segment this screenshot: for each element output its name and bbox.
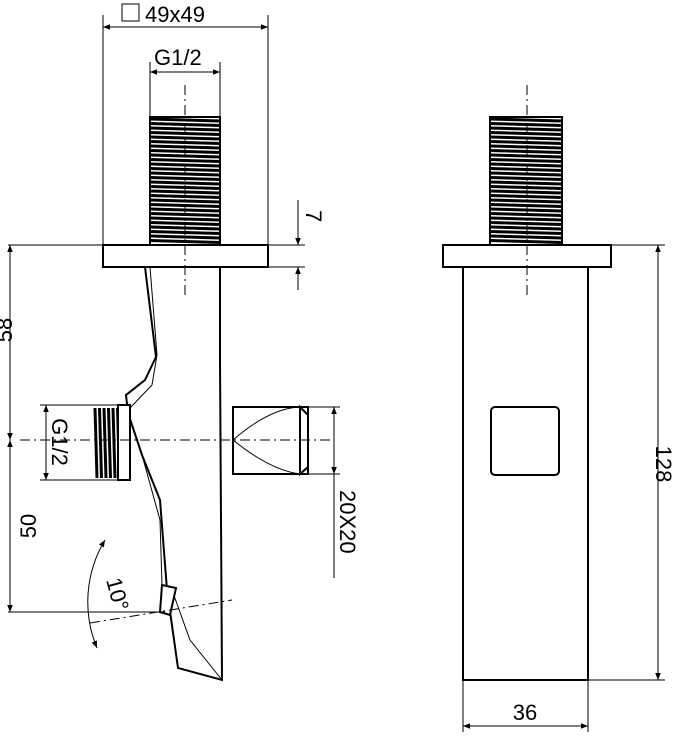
thread-line xyxy=(489,239,563,244)
thread-line xyxy=(489,140,563,145)
thread-line xyxy=(489,171,563,177)
thread-line xyxy=(489,126,563,132)
thread-line xyxy=(149,180,221,186)
thread-line xyxy=(489,221,563,226)
thread-line xyxy=(149,140,221,145)
side-view xyxy=(20,85,330,682)
thread-line xyxy=(149,239,221,244)
dim-angle: 10° xyxy=(101,575,134,614)
thread-line xyxy=(489,180,563,186)
dim-flange-thickness: 7 xyxy=(301,210,326,222)
front-view xyxy=(442,85,612,681)
thread-line xyxy=(489,149,563,154)
thread-line xyxy=(93,407,99,479)
thread-line xyxy=(489,153,563,159)
thread-line xyxy=(489,158,563,163)
top-thread-right xyxy=(489,117,563,244)
thread-line xyxy=(489,131,563,136)
dim-height-upper: 58 xyxy=(0,318,17,342)
dim-height-lower: 50 xyxy=(16,514,41,538)
thread-line xyxy=(149,234,221,240)
thread-line xyxy=(489,189,563,195)
thread-line xyxy=(107,407,112,479)
thread-line xyxy=(489,230,563,235)
thread-line xyxy=(149,194,221,199)
thread-line xyxy=(489,167,563,172)
thread-line xyxy=(149,122,221,127)
thread-line xyxy=(489,185,563,190)
dim-width: 36 xyxy=(513,700,537,725)
thread-line xyxy=(489,194,563,199)
dimension-lines xyxy=(7,3,665,732)
thread-line xyxy=(489,117,563,123)
thread-line xyxy=(489,135,563,141)
thread-line xyxy=(489,234,563,240)
thread-line xyxy=(489,144,563,150)
thread-line xyxy=(489,216,563,222)
spout-body xyxy=(124,266,224,682)
dim-thread-top: G1/2 xyxy=(154,45,202,70)
thread-line xyxy=(489,207,563,213)
thread-line xyxy=(489,203,563,208)
dim-square-outlet: 20X20 xyxy=(335,490,360,554)
thread-line xyxy=(149,221,221,226)
thread-line xyxy=(102,407,108,479)
thread-line xyxy=(149,176,221,181)
thread-line xyxy=(149,135,221,141)
thread-line xyxy=(489,176,563,181)
thread-line xyxy=(489,212,563,217)
dim-top-square: 49x49 xyxy=(145,2,205,27)
dim-thread-side: G1/2 xyxy=(47,418,72,466)
dim-total-height: 128 xyxy=(651,446,676,483)
thread-line xyxy=(489,122,563,127)
thread-line xyxy=(149,153,221,159)
thread-line xyxy=(489,198,563,204)
thread-line xyxy=(111,407,117,479)
thread-line xyxy=(489,162,563,168)
front-square-outlet xyxy=(490,406,560,476)
thread-line xyxy=(489,225,563,231)
thread-line xyxy=(98,407,103,479)
